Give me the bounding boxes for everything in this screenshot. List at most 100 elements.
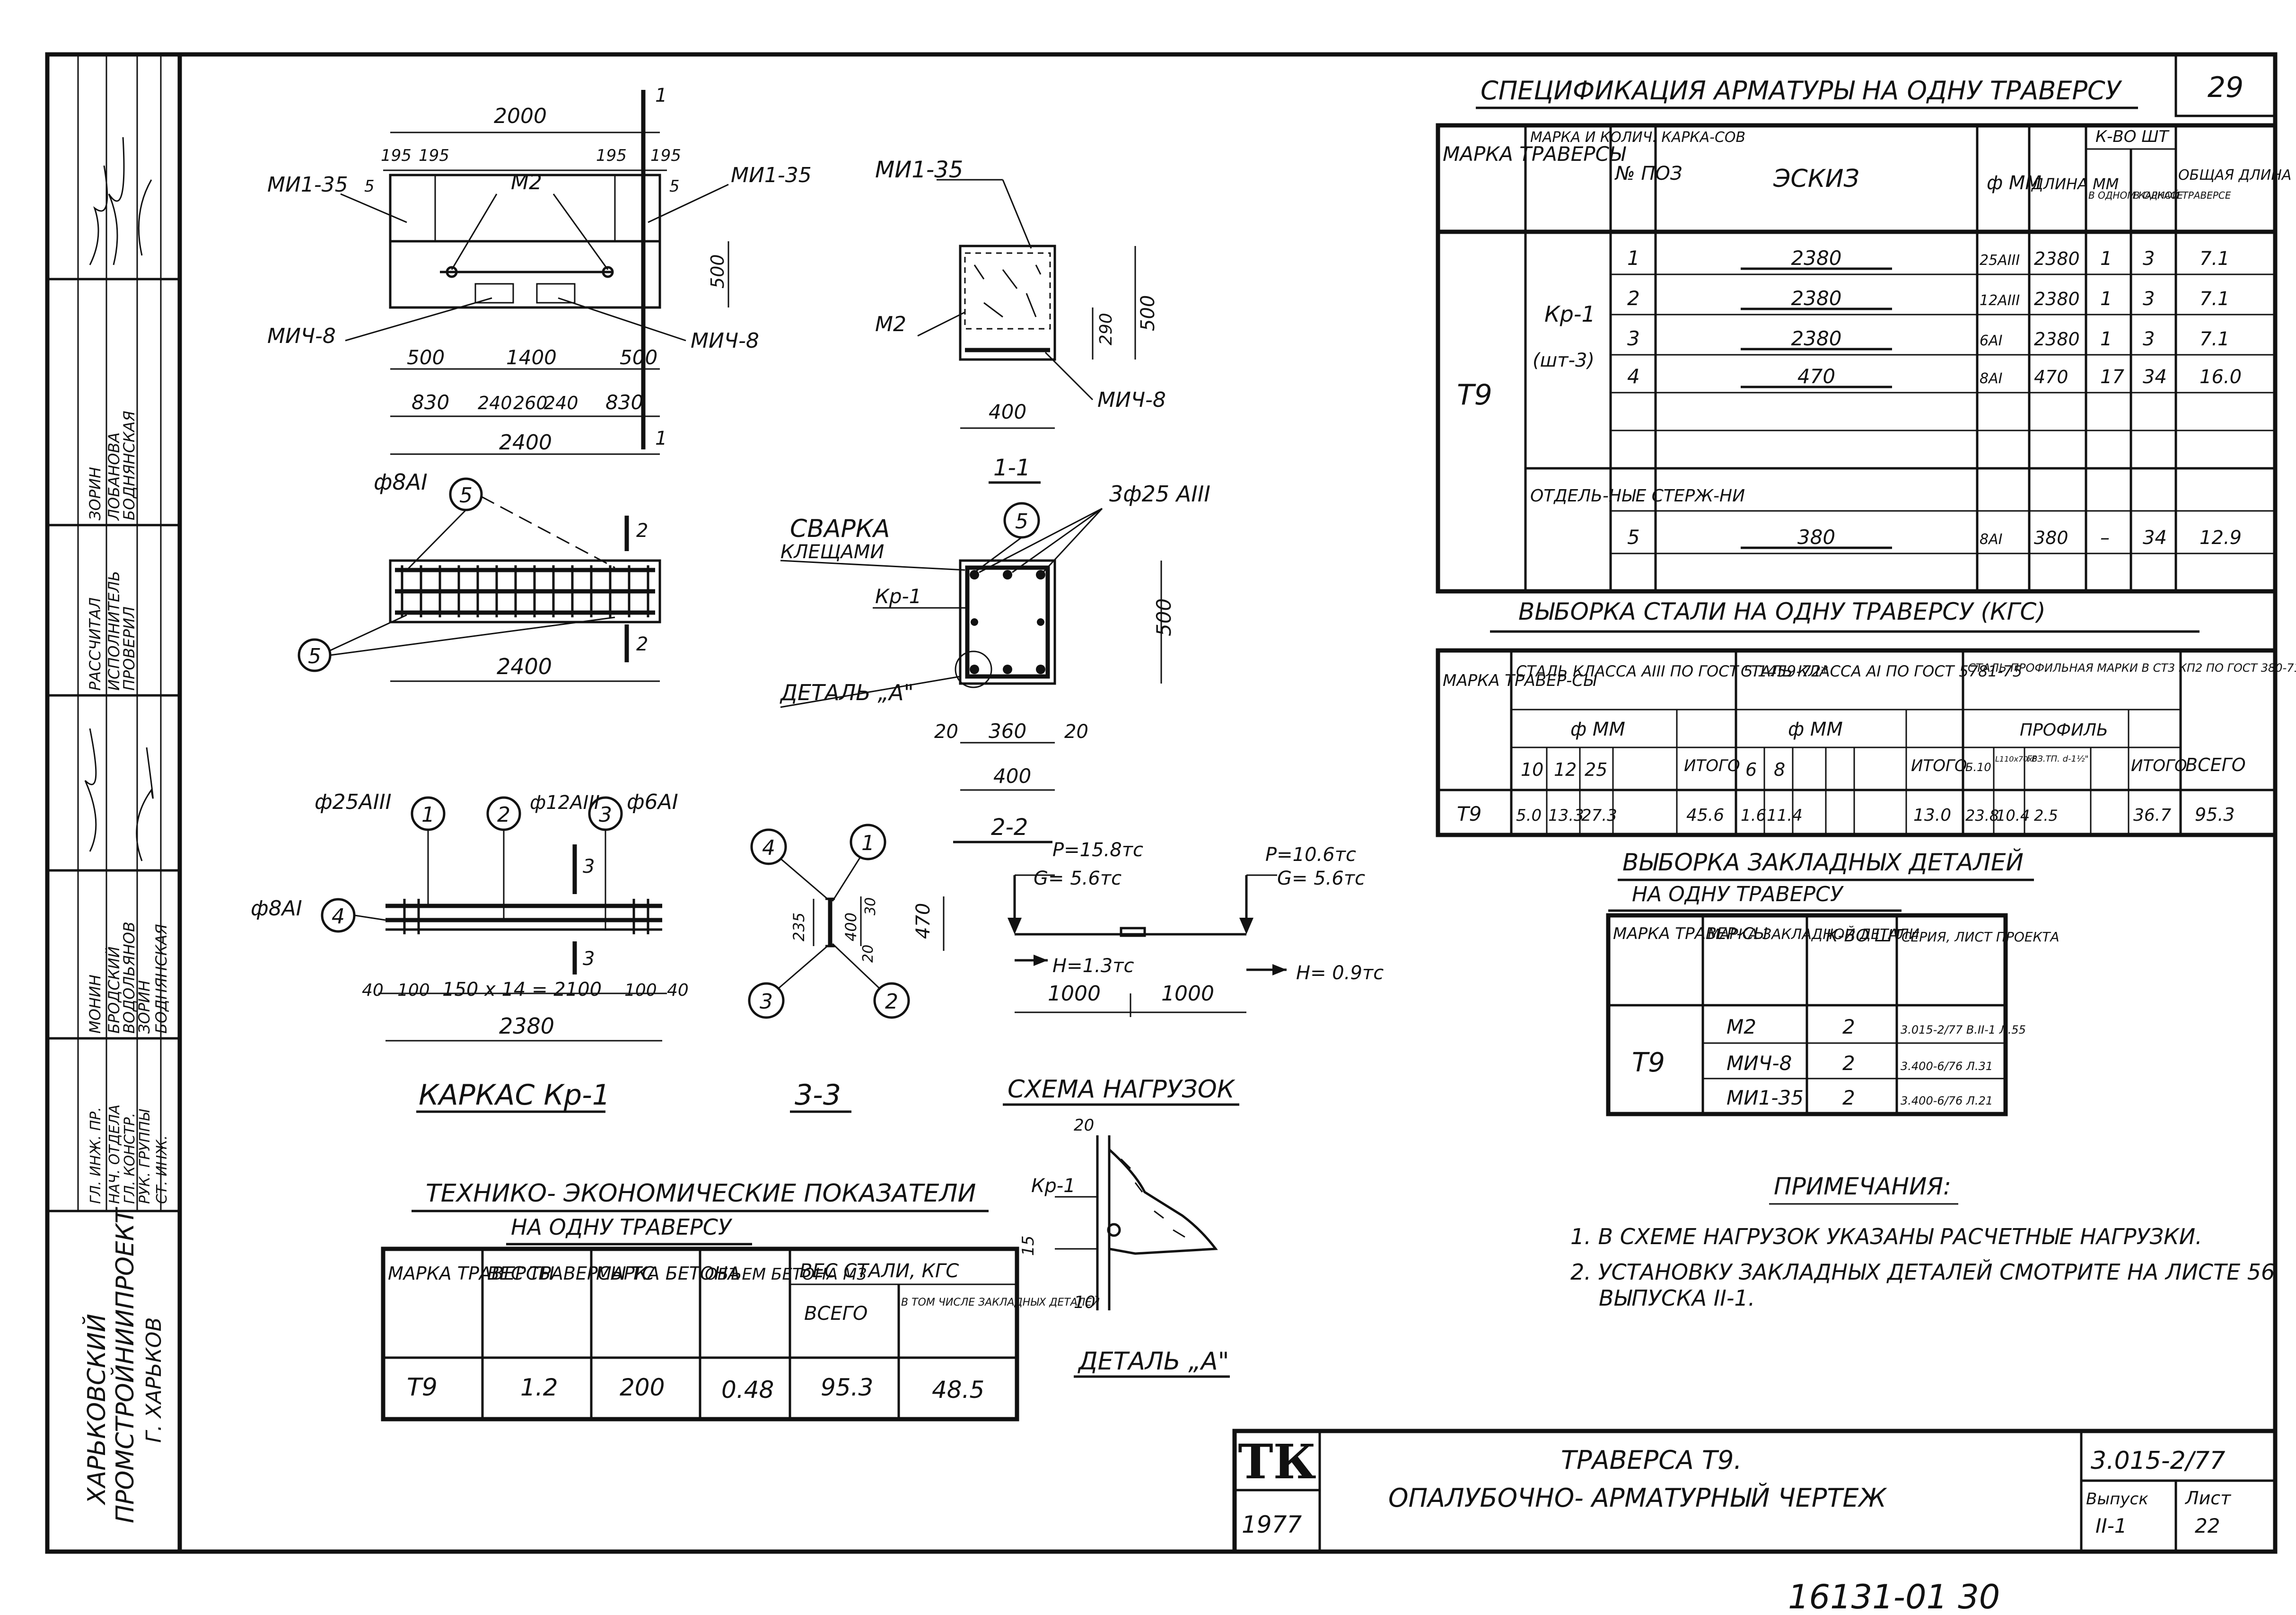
embed-table: ВЫБОРКА ЗАКЛАДНЫХ ДЕТАЛЕЙ НА ОДНУ ТРАВЕР… [1606,848,2059,1116]
kr1-pos3: 3 [599,803,612,827]
s33-pos2: 2 [885,990,898,1014]
spec-row-total: 16.0 [2200,366,2242,388]
plan-dim-500b: 500 [620,346,657,369]
spec-row-total: 7.1 [2200,248,2230,270]
tep-sub-embed: В ТОМ ЧИСЛЕ ЗАКЛАДНЫХ ДЕТАЛЕЙ [901,1296,1100,1308]
plan-dim-240b: 240 [544,393,578,413]
embed-row-part: МИ1-35 [1726,1086,1804,1109]
role-5: СТ. ИНЖ. [154,1135,170,1204]
steel-p2: L110x70x8 [1995,755,2037,764]
spec-row-q1: 17 [2100,366,2124,388]
role-2: НАЧ. ОТДЕЛА [106,1105,123,1204]
s22-dim-20b: 20 [1064,721,1088,743]
tep-h-volume: ОБЪЕМ БЕТОНА М3 [705,1265,867,1284]
name2-3: БОДНЯНСКАЯ [120,411,138,520]
s33-dim-400: 400 [842,913,860,941]
plan-dim-1400: 1400 [506,346,557,369]
steel-d8: 8 [1774,759,1785,780]
spec-row-len: 380 [2034,527,2068,548]
role2-1: РАССЧИТАЛ [86,597,104,691]
steel-sub2: ф ММ [1788,719,1843,740]
title-line1: ТРАВЕРСА Т9. [1561,1445,1742,1475]
s22-dim-500: 500 [1152,598,1175,636]
steel-title: ВЫБОРКА СТАЛИ НА ОДНУ ТРАВЕРСУ (КГС) [1518,598,2046,625]
kr1-caption: КАРКАС Кр-1 [419,1079,610,1112]
role2-3: ПРОВЕРИЛ [120,606,138,691]
s33-dim-20: 20 [860,945,876,963]
steel-table: ВЫБОРКА СТАЛИ НА ОДНУ ТРАВЕРСУ (КГС) МАР… [1436,598,2296,837]
bottom-note: 16131-01 30 [1788,1578,2000,1615]
tep-h-steel: ВЕС СТАЛИ, КГС [799,1260,959,1282]
load-g-left: G= 5.6тс [1034,868,1122,889]
embed-row-qty: 2 [1842,1015,1855,1038]
spec-row-q2: 3 [2143,248,2155,270]
s22-kr: Кр-1 [875,585,921,608]
name-4: ЗОРИН [135,980,153,1034]
note-1: 1. В СХЕМЕ НАГРУЗОК УКАЗАНЫ РАСЧЕТНЫЕ НА… [1570,1224,2202,1249]
kr1-pos4: 4 [332,904,345,929]
steel-d6: 6 [1745,759,1757,780]
da-dim-10: 10 [1074,1293,1095,1312]
plan-dim-240a: 240 [478,393,512,413]
spec-sub-trav: В ОДНОЙ ТРАВЕРСЕ [2133,190,2231,201]
spec-row-q2: 3 [2143,288,2155,310]
spec-row-len: 470 [2034,367,2068,387]
s33-pos1: 1 [861,831,875,855]
tep-h-mark: МАРКА ТРАВЕРСЫ [388,1263,554,1284]
da-caption: ДЕТАЛЬ „А" [1078,1347,1229,1376]
spec-row-sketch: 380 [1797,526,1835,549]
title-year: 1977 [1242,1511,1302,1538]
steel-row-a12: 13.3 [1548,806,1584,825]
notes-title: ПРИМЕЧАНИЯ: [1774,1173,1951,1200]
steel-row-it1: 45.6 [1686,806,1724,825]
spec-row-sketch: 2380 [1791,327,1842,350]
load-dim-1000a: 1000 [1048,982,1101,1006]
steel-group3: СТАЛЬ ПРОФИЛЬНАЯ МАРКИ В СТ3 КП2 ПО ГОСТ… [1968,661,2296,675]
kr1-dim-100b: 100 [624,981,657,1000]
tep-row-volume: 0.48 [721,1376,774,1404]
spec-row-q1: – [2100,527,2110,549]
embed-row-part: МИЧ-8 [1726,1052,1792,1075]
spec-separate: ОТДЕЛЬ-НЫЕ СТЕРЖ-НИ [1530,486,1745,506]
title-issue-value: II-1 [2095,1514,2127,1537]
role2-2: ИСПОЛНИТЕЛЬ [105,571,123,691]
steel-row-it2: 13.0 [1913,806,1951,825]
cage-section-mark-bottom: 2 [636,633,648,655]
spec-row-len: 2380 [2034,329,2080,350]
s33-pos3: 3 [760,990,773,1014]
spec-row-sketch: 2380 [1791,287,1842,310]
spec-h-dia: ф ММ [1987,172,2042,194]
plan-dim-5a: 5 [364,177,375,196]
load-p-left: P=15.8тс [1052,839,1143,861]
name-1: МОНИН [86,974,104,1034]
steel-group2: СТАЛЬ КЛАССА АI ПО ГОСТ 5781-75 [1741,662,2022,680]
s11-mi4: МИЧ-8 [1097,388,1166,412]
tep-row-mark: Т9 [407,1373,438,1402]
plan-dim-830a: 830 [412,391,449,414]
tep-h-concrete: МАРКА БЕТОНА [596,1263,740,1284]
title-issue-label: Выпуск [2086,1490,2148,1509]
cage-section-mark-top: 2 [636,520,648,542]
embed-row-ref: 3.400-6/76 Л.21 [1901,1094,1993,1107]
steel-group1: СТАЛЬ КЛАССА АIII ПО ГОСТ 5.1459-72* [1516,662,1829,680]
spec-row-q2: 3 [2143,328,2155,350]
s11-m2: М2 [875,312,906,336]
detail-a: 20 Кр-1 15 10 ДЕТАЛЬ „А" [1019,1116,1230,1378]
spec-row-len: 2380 [2034,289,2080,309]
s33-dim-470: 470 [912,903,934,939]
tep-h-weight: ВЕС ТРАВЕРСЫ ТС [487,1263,655,1284]
note-3: ВЫПУСКА II-1. [1599,1285,1755,1311]
tep-title2: НА ОДНУ ТРАВЕРСУ [511,1214,733,1240]
kr1-dim-2380: 2380 [499,1013,554,1039]
s22-weld1: СВАРКА [790,515,890,543]
load-h-left: H=1.3тс [1052,955,1134,977]
spec-row-pos: 1 [1627,246,1640,270]
kr1-bar3: ф6АI [627,790,678,814]
steel-vsego: ВСЕГО [2185,755,2246,775]
notes: ПРИМЕЧАНИЯ: 1. В СХЕМЕ НАГРУЗОК УКАЗАНЫ … [1570,1173,2275,1311]
load-dim-1000b: 1000 [1161,982,1214,1006]
steel-p3: ГВЗ.ТП. d-1½" [2027,754,2089,764]
spec-table: СПЕЦИФИКАЦИЯ АРМАТУРЫ НА ОДНУ ТРАВЕРСУ М… [1436,76,2296,594]
plan-dim-5b: 5 [669,177,680,196]
